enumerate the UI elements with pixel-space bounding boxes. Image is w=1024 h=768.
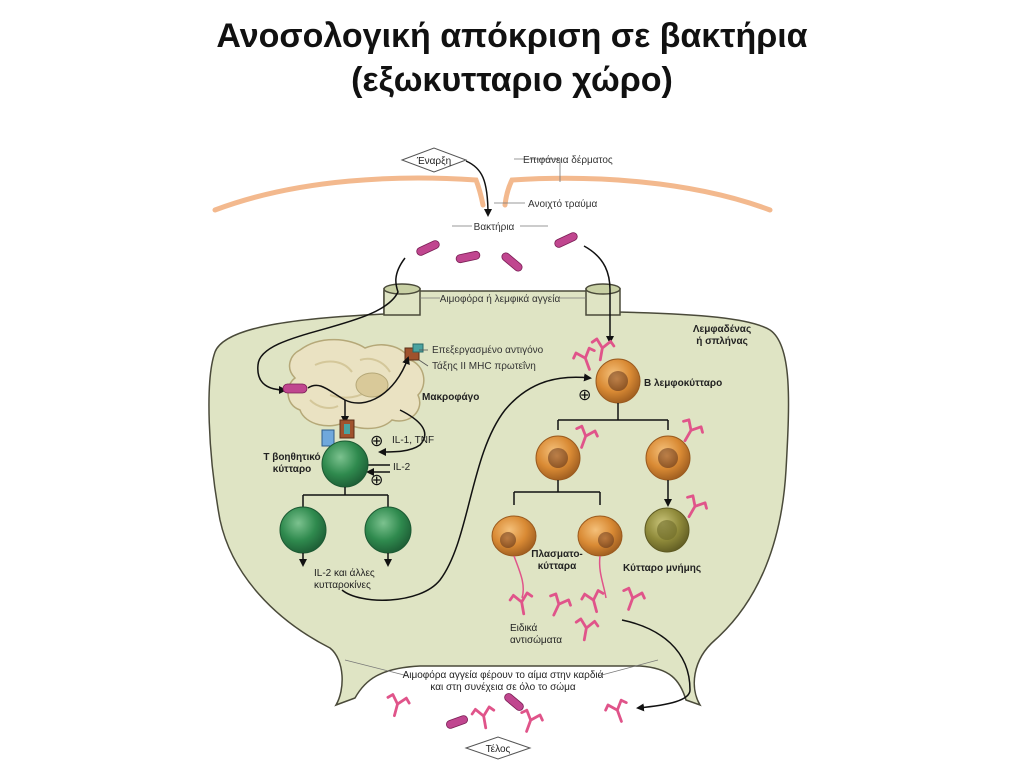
antibody — [470, 704, 498, 732]
arrow-start-to-wound — [465, 160, 492, 217]
antibody — [382, 692, 412, 720]
plus-sign-3: ⊕ — [578, 387, 591, 404]
antibody — [514, 707, 546, 737]
bacterium — [504, 693, 524, 711]
lymph-node-label-1: Λεμφαδένας — [693, 324, 751, 335]
macrophage — [287, 338, 425, 430]
helper-t-label-2: κύτταρο — [273, 464, 312, 475]
vessels-top-label: Αιμοφόρα ή λεμφικά αγγεία — [440, 293, 561, 305]
arrow-cytokines-to-b-cell — [341, 373, 592, 601]
il1-tnf-label: IL-1, TNF — [392, 435, 434, 446]
skin-surface-left — [212, 175, 486, 213]
bacterium — [416, 240, 440, 256]
end-label: Τέλος — [486, 743, 511, 755]
skin-surface-right — [502, 175, 773, 213]
title-line-2: (εξωκυτταριο χώρο) — [351, 61, 673, 99]
arrow-bacteria-to-right-vessel — [583, 245, 614, 344]
title-line-1: Ανοσολογική απόκριση σε βακτήρια — [216, 17, 808, 55]
bacterium — [501, 252, 523, 272]
start-label: Έναρξη — [416, 156, 451, 167]
bacterium — [446, 715, 468, 729]
antibodies-label-2: αντισώματα — [510, 634, 562, 646]
page-title: Ανοσολογική απόκριση σε βακτήρια (εξωκυτ… — [0, 14, 1024, 102]
bacteria-label: Βακτήρια — [474, 221, 515, 233]
plasma-label-1: Πλασματο- — [531, 549, 583, 560]
arrow-il2-loop — [368, 464, 390, 472]
arrow-il1-tnf — [378, 409, 426, 456]
lymph-node-label-2: ή σπλήνας — [696, 336, 748, 347]
b-cell-branch — [557, 403, 669, 430]
b-lymphocyte — [595, 358, 641, 404]
plasma-cell-2 — [577, 515, 623, 557]
vessels-bottom-label-1: Αιμοφόρα αγγεία φέρουν το αίμα στην καρδ… — [403, 669, 604, 681]
vessel-top-left — [383, 283, 421, 316]
bacterium — [554, 232, 578, 248]
b-lymphocyte-label: Β λεμφοκύτταρο — [644, 378, 722, 389]
arrow-antigen-processing — [307, 356, 410, 404]
antibody — [602, 697, 634, 727]
bacterium — [455, 250, 481, 264]
helper-t-daughter-2 — [364, 506, 412, 554]
plasma-label-2: κύτταρα — [538, 561, 577, 572]
start-node: Έναρξη — [400, 147, 468, 173]
arrow-antibodies-exit — [621, 619, 691, 712]
macrophage-label: Μακροφάγο — [422, 392, 479, 403]
b-cell-daughter-1 — [535, 435, 581, 481]
helper-t-label-1: T βοηθητικό — [263, 452, 320, 463]
bacteria-group — [416, 232, 578, 272]
vessel-top-right — [585, 283, 621, 316]
t-cell-branch — [302, 487, 389, 507]
vessels-bottom-label-2: και στη συνέχεια σε όλο το σώμα — [430, 681, 576, 693]
helper-t-cell — [321, 440, 369, 488]
plus-sign-2: ⊕ — [370, 472, 383, 489]
il2-label: IL-2 — [393, 462, 411, 473]
bacterium-engulfed — [282, 383, 308, 394]
arrow-bacteria-to-left-vessel — [257, 257, 406, 394]
memory-cell-label: Κύτταρο μνήμης — [623, 563, 701, 574]
skin-surface-label: Επιφάνεια δέρματος — [523, 154, 613, 166]
open-wound-label: Ανοιχτό τραύμα — [528, 198, 597, 210]
helper-t-daughter-1 — [279, 506, 327, 554]
cytokines-label-2: κυτταροκίνες — [314, 579, 371, 591]
memory-cell — [644, 507, 690, 553]
plasma-cell-1 — [491, 515, 537, 557]
antibodies-label-1: Ειδικά — [510, 622, 538, 634]
cytokines-label-1: IL-2 και άλλες — [314, 567, 375, 579]
mhc-label: Τάξης ΙΙ MHC πρωτεΐνη — [432, 360, 536, 372]
tcr-mhc-link — [321, 419, 355, 447]
processed-antigen-label: Επεξεργασμένο αντιγόνο — [432, 344, 544, 356]
plus-sign-1: ⊕ — [370, 433, 383, 450]
b-cell-daughter-2 — [645, 435, 691, 481]
end-node: Τέλος — [464, 736, 532, 760]
